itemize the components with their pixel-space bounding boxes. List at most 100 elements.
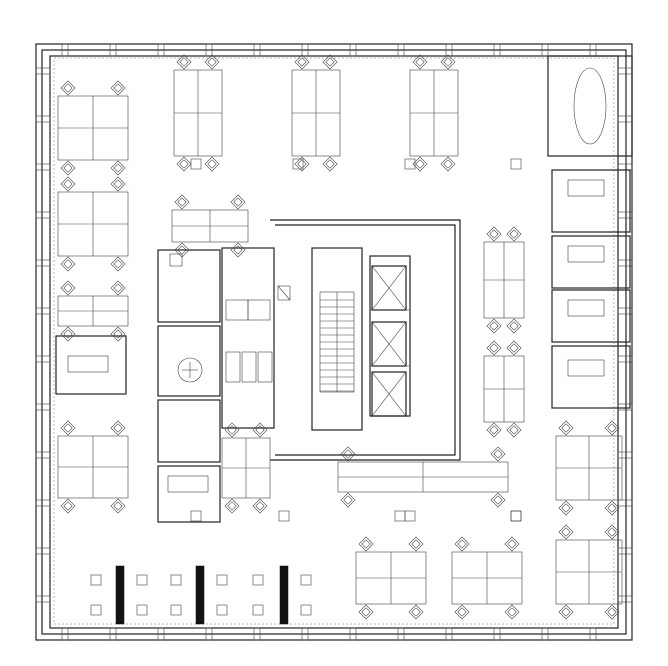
chair: [110, 420, 126, 436]
chair-seat: [233, 197, 243, 207]
column: [190, 510, 202, 522]
chair: [506, 422, 522, 438]
elevator-car: [371, 321, 407, 367]
mullion: [589, 627, 597, 641]
chair: [604, 500, 620, 516]
chair: [454, 604, 470, 620]
training-chair: [170, 604, 182, 616]
chair: [60, 80, 76, 96]
chair-seat: [489, 343, 499, 353]
training-chair: [252, 574, 264, 586]
chair-seat: [233, 245, 243, 255]
chair: [60, 160, 76, 176]
chair-seat: [509, 229, 519, 239]
elevator-bank: [371, 265, 407, 417]
chair: [174, 242, 190, 258]
mullion: [35, 211, 51, 219]
column: [404, 510, 416, 522]
chair-seat: [113, 179, 123, 189]
chair: [204, 54, 220, 70]
chair: [412, 54, 428, 70]
private-office: [55, 335, 127, 395]
mullion: [617, 211, 633, 219]
mullion: [35, 499, 51, 507]
chair: [604, 524, 620, 540]
chair: [60, 420, 76, 436]
columns: [190, 158, 522, 522]
chair-seat: [607, 423, 617, 433]
chair-seat: [63, 179, 73, 189]
mullion: [61, 627, 69, 641]
chair-seat: [113, 83, 123, 93]
chair-seat: [607, 503, 617, 513]
left-rooms: [157, 249, 221, 523]
mullion: [617, 259, 633, 267]
chair: [358, 604, 374, 620]
training-table: [195, 565, 205, 625]
chair: [294, 156, 310, 172]
chair: [504, 536, 520, 552]
chairs: [60, 54, 620, 620]
chair-seat: [509, 425, 519, 435]
mullion: [61, 43, 69, 57]
chair-seat: [113, 259, 123, 269]
chair-seat: [63, 83, 73, 93]
chair-seat: [63, 163, 73, 173]
elevator-car: [371, 371, 407, 417]
chair: [506, 318, 522, 334]
chair: [110, 280, 126, 296]
chair-seat: [63, 501, 73, 511]
chair-seat: [607, 527, 617, 537]
chair: [558, 524, 574, 540]
chair-seat: [489, 321, 499, 331]
mullion: [301, 43, 309, 57]
chair: [558, 604, 574, 620]
chair-seat: [607, 607, 617, 617]
chair: [110, 176, 126, 192]
chair: [506, 226, 522, 242]
mullion: [541, 43, 549, 57]
chair-seat: [507, 607, 517, 617]
chair: [176, 54, 192, 70]
training-chair: [216, 574, 228, 586]
desk: [567, 299, 605, 317]
small-conference-room: [157, 325, 221, 397]
chair: [440, 54, 456, 70]
chair-seat: [255, 501, 265, 511]
chair: [224, 498, 240, 514]
chair-seat: [113, 163, 123, 173]
training-chair: [136, 604, 148, 616]
mullion: [205, 627, 213, 641]
mullion: [157, 43, 165, 57]
conference-table: [573, 67, 607, 145]
column: [510, 158, 522, 170]
mullion: [617, 547, 633, 555]
chair: [408, 536, 424, 552]
chair: [174, 194, 190, 210]
chair-seat: [509, 343, 519, 353]
private-office: [551, 235, 631, 289]
stair: [319, 291, 355, 393]
desk: [567, 179, 605, 197]
chair-seat: [415, 57, 425, 67]
chair-seat: [207, 57, 217, 67]
chair-seat: [177, 197, 187, 207]
restrooms: [221, 247, 291, 429]
mullion: [35, 547, 51, 555]
round-table: [177, 357, 203, 383]
training-chair: [252, 604, 264, 616]
training-table: [279, 565, 289, 625]
chair: [486, 226, 502, 242]
private-office: [551, 169, 631, 233]
chair: [110, 160, 126, 176]
mullion: [35, 355, 51, 363]
chair: [440, 156, 456, 172]
desk: [567, 359, 605, 377]
mullion: [253, 43, 261, 57]
mechanical-shaft: [277, 285, 291, 301]
chair: [322, 156, 338, 172]
chair-seat: [325, 57, 335, 67]
chair-seat: [113, 501, 123, 511]
mullion: [617, 115, 633, 123]
chair: [506, 340, 522, 356]
